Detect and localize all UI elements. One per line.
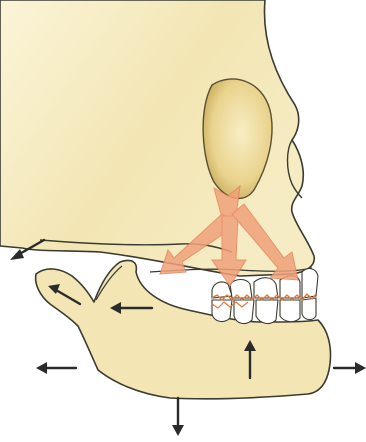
arrow-chin [334,362,366,374]
arrow-inferior [172,398,184,436]
arrow-gonial [36,362,76,374]
lower-teeth [212,298,316,323]
